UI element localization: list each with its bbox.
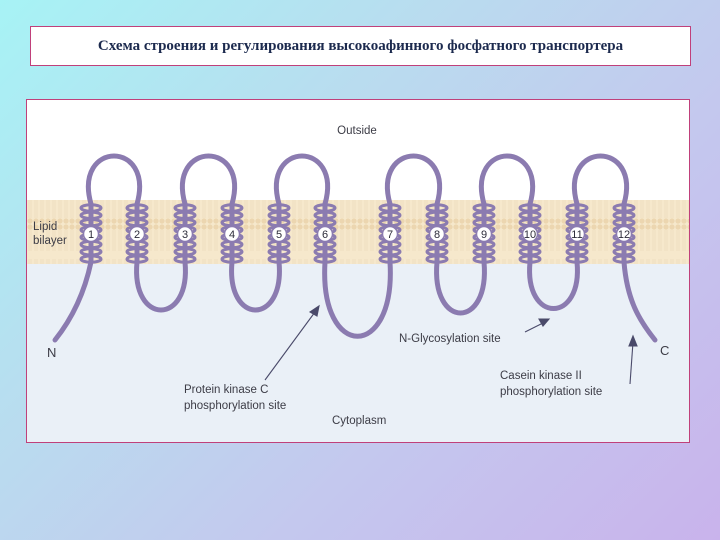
pkc-label-line2: phosphorylation site [184,400,286,412]
n-terminus-label: N [47,345,56,360]
helix-coil [220,254,244,264]
helix-number: 2 [134,229,140,241]
ck2-label-line1: Casein kinase II [500,370,582,382]
chain-segment [229,259,282,313]
chain-segment [572,153,629,207]
chain-segment [134,259,188,313]
c-terminus-label: C [660,343,669,358]
helix-8: 8 [425,203,449,264]
helix-coil [565,254,589,264]
helix-coil [378,254,402,264]
chain-segment [434,259,487,316]
pkc-arrowhead [308,304,320,317]
chain-segment [527,259,580,311]
outside-label: Outside [337,125,377,137]
helix-number-badge [176,225,194,243]
outside-region [27,100,689,200]
helix-coil [79,254,103,264]
helix-10: 10 [518,203,542,264]
helix-coil [267,254,291,264]
helix-number: 10 [524,229,536,241]
cytoplasm-label: Cytoplasm [332,415,386,427]
helix-1: 1 [79,203,103,264]
chain-segment [86,153,142,207]
helix-coil [472,254,496,264]
helix-number-badge [521,225,539,243]
cytoplasm-region [27,264,689,442]
pkc-arrow [264,311,316,381]
helix-coil [313,254,337,264]
ck2-label-line2: phosphorylation site [500,386,602,398]
helix-12: 12 [612,203,636,264]
helix-4: 4 [220,203,244,264]
helix-number-badge [428,225,446,243]
helix-number: 12 [618,229,630,241]
ck2-arrow [629,341,634,385]
helix-number-badge [615,225,633,243]
chain-segment [322,259,393,339]
helix-number-badge [128,225,146,243]
bilayer-label-line1: Lipid [33,221,57,233]
chain-segment [52,259,94,343]
helix-11: 11 [565,203,589,264]
helix-9: 9 [472,203,496,264]
chain-segment [621,259,658,343]
helix-number-badge [568,225,586,243]
nglyc-label: N-Glycosylation site [399,333,501,345]
helix-number: 1 [88,229,94,241]
helix-number: 7 [387,229,393,241]
chain-segment [274,153,330,207]
title-box: Схема строения и регулирования высокоафи… [30,26,691,66]
helix-coil [125,254,149,264]
helix-number-badge [82,225,100,243]
helix-3: 3 [173,203,197,264]
helix-number-badge [223,225,241,243]
pkc-label-line1: Protein kinase C [184,384,268,396]
nglyc-arrowhead [538,318,551,327]
helix-7: 7 [378,203,402,264]
helix-coil [518,254,542,264]
chain-segment [180,153,237,207]
helix-number: 8 [434,229,440,241]
helix-coil [612,254,636,264]
helix-number: 9 [481,229,487,241]
helix-6: 6 [313,203,337,264]
chain-segment [479,153,535,207]
helix-5: 5 [267,203,291,264]
helix-number-badge [270,225,288,243]
helix-number-badge [475,225,493,243]
helix-coil [425,254,449,264]
helix-coil [173,254,197,264]
bilayer-label-line2: bilayer [33,235,67,247]
ck2-arrowhead [628,334,638,347]
helix-2: 2 [125,203,149,264]
helix-number: 5 [276,229,282,241]
helix-number: 6 [322,229,328,241]
slide-title: Схема строения и регулирования высокоафи… [97,37,624,54]
helix-number-badge [381,225,399,243]
helix-number: 4 [229,229,235,241]
helix-number: 3 [182,229,188,241]
helix-number-badge [316,225,334,243]
helix-number: 11 [571,229,582,241]
chain-segment [385,153,442,207]
